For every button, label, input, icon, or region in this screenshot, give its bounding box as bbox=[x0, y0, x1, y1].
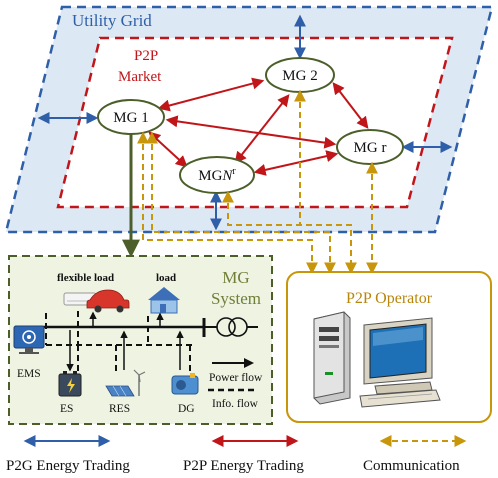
server-tower-icon bbox=[313, 311, 351, 405]
utility-grid-label: Utility Grid bbox=[72, 11, 152, 30]
p2p-arrow-mg1-mg2 bbox=[157, 77, 265, 112]
dg-label: DG bbox=[178, 403, 195, 415]
desktop-computer-icon bbox=[359, 317, 441, 408]
info-flow-lines bbox=[45, 311, 192, 372]
node-mgr-label: MG r bbox=[354, 140, 387, 156]
power-flow-label: Power flow bbox=[209, 372, 263, 384]
legend-p2p-label: P2P Energy Trading bbox=[183, 458, 304, 474]
node-mg2-label: MG 2 bbox=[282, 68, 317, 84]
res-icon bbox=[105, 369, 146, 397]
res-label: RES bbox=[109, 403, 130, 415]
house-load-icon bbox=[148, 287, 180, 314]
mg-bus bbox=[42, 311, 258, 372]
dg-generator-icon bbox=[171, 373, 199, 395]
es-label: ES bbox=[60, 403, 73, 415]
legend-p2g-label: P2G Energy Trading bbox=[6, 458, 130, 474]
node-mg1-label: MG 1 bbox=[113, 110, 148, 126]
flexible-load-label: flexible load bbox=[57, 272, 114, 284]
flexible-load-icon bbox=[63, 289, 130, 313]
p2p-market-label-line1: P2P bbox=[134, 48, 158, 64]
load-label: load bbox=[156, 272, 176, 284]
legend-comm-label: Communication bbox=[363, 458, 460, 474]
p2p-market-label-line2: Market bbox=[118, 69, 162, 85]
mg-system-label-line2: System bbox=[211, 289, 261, 308]
mg-system-label-line1: MG bbox=[222, 268, 249, 287]
es-battery-icon bbox=[58, 371, 82, 397]
p2p-operator-label: P2P Operator bbox=[346, 290, 433, 307]
communication-links bbox=[137, 89, 378, 275]
ems-monitor-icon bbox=[13, 325, 45, 354]
info-flow-label: Info. flow bbox=[212, 398, 259, 410]
p2p-arrow-mg2-mgr bbox=[332, 82, 369, 129]
node-mgn-label: MGNr bbox=[198, 166, 236, 184]
mg-system-box bbox=[8, 255, 273, 425]
ems-label: EMS bbox=[17, 368, 41, 380]
